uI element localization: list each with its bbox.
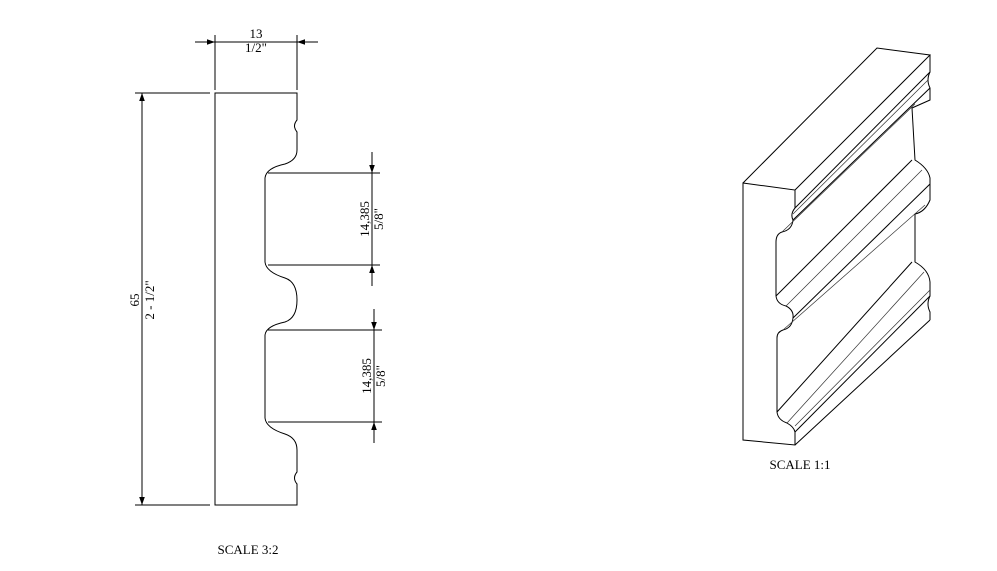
- groove-upper-metric-label: 14,385: [357, 201, 372, 237]
- groove-upper-imperial-label: 5/8": [371, 208, 386, 230]
- groove-lower-imperial-label: 5/8": [373, 365, 388, 387]
- width-imperial-label: 1/2": [245, 40, 267, 55]
- iso-front-face: [742, 182, 796, 446]
- profile-view: 13 1/2" 65 2 - 1/2" 14,385 5/8": [127, 26, 388, 557]
- profile-outline: [214, 92, 298, 506]
- profile-scale-label: SCALE 3:2: [217, 542, 278, 557]
- iso-back-edge: [911, 55, 931, 320]
- height-dimension: 65 2 - 1/2": [127, 92, 210, 506]
- iso-top-face: [742, 47, 932, 191]
- groove-upper-dimension: 14,385 5/8": [268, 152, 386, 286]
- groove-lower-metric-label: 14,385: [359, 358, 374, 394]
- height-imperial-label: 2 - 1/2": [142, 280, 157, 319]
- width-metric-label: 13: [250, 26, 263, 41]
- iso-edges: [775, 71, 931, 446]
- width-dimension: 13 1/2": [195, 26, 318, 90]
- iso-scale-label: SCALE 1:1: [769, 457, 830, 472]
- height-metric-label: 65: [127, 294, 142, 307]
- groove-lower-dimension: 14,385 5/8": [268, 309, 388, 443]
- isometric-view: SCALE 1:1: [742, 47, 932, 472]
